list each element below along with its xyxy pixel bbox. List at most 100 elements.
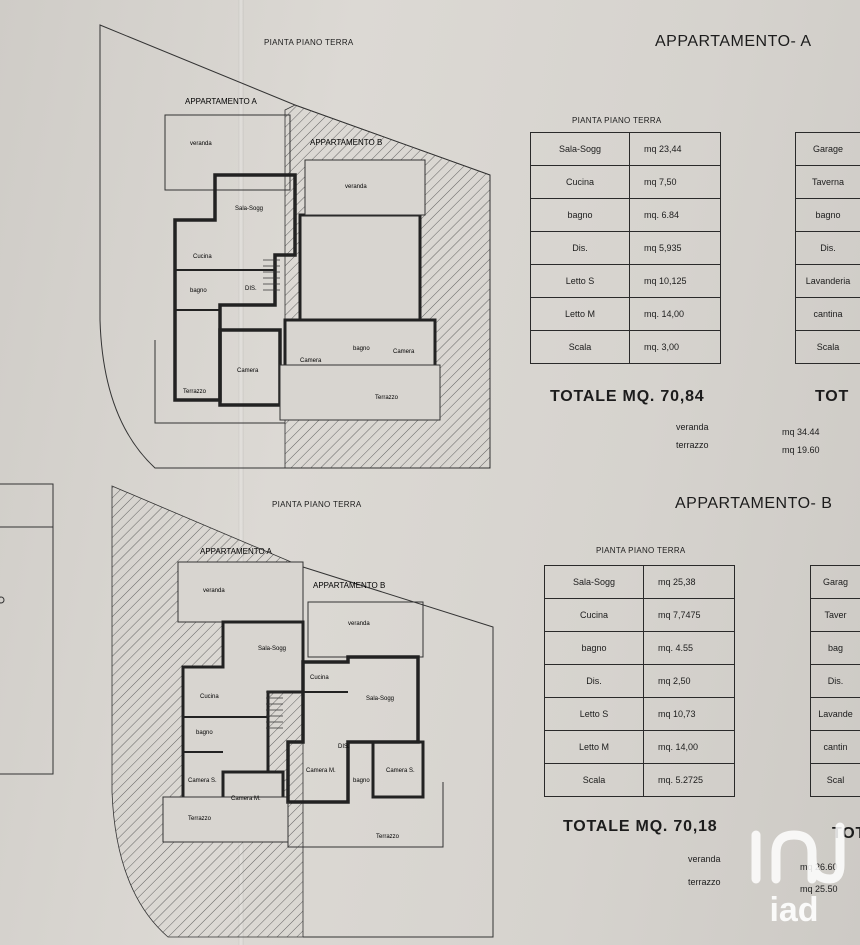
room-label: Terrazzo xyxy=(375,395,399,401)
side-total-a: TOT xyxy=(815,388,850,405)
veranda-label-b: veranda xyxy=(688,854,721,864)
room-label: Camera S. xyxy=(386,768,415,774)
room-name-cell: Letto S xyxy=(530,264,630,298)
room-name-cell: bagno xyxy=(530,198,630,232)
room-name-cell: Scala xyxy=(544,763,644,797)
room-label: DIS. xyxy=(245,286,257,292)
area-value-cell: mq. 5.2725 xyxy=(643,763,735,797)
apartment-a-title: APPARTAMENTO- A xyxy=(655,33,812,50)
floor-plan-b: APPARTAMENTO A APPARTAMENTO B veranda Sa… xyxy=(111,485,494,938)
room-name-cell: Sala-Sogg xyxy=(530,132,630,166)
room-name-cell: Cucina xyxy=(544,598,644,632)
side-room-cell: Garage xyxy=(795,132,860,166)
drawing-label-a: APPARTAMENTO A xyxy=(185,97,258,106)
side-row: Scal xyxy=(810,763,860,797)
room-name-cell: Letto S xyxy=(544,697,644,731)
side-room-cell: Garag xyxy=(810,565,860,599)
terrazzo-value-b: mq 25.50 xyxy=(800,884,838,894)
room-label: Camera xyxy=(300,358,322,364)
side-row: Lavanderia xyxy=(795,264,860,298)
paper-fold xyxy=(238,0,244,945)
side-room-cell: Dis. xyxy=(795,231,860,265)
side-room-cell: cantin xyxy=(810,730,860,764)
room-label: Camera S. xyxy=(188,778,217,784)
side-room-cell: Lavanderia xyxy=(795,264,860,298)
room-label: bagno xyxy=(196,730,213,736)
area-value-cell: mq 10,125 xyxy=(629,264,721,298)
room-name-cell: Sala-Sogg xyxy=(544,565,644,599)
side-row: bag xyxy=(810,631,860,665)
room-name-cell: Letto M xyxy=(530,297,630,331)
side-room-cell: bag xyxy=(810,631,860,665)
side-room-cell: Taverna xyxy=(795,165,860,199)
area-value-cell: mq 23,44 xyxy=(629,132,721,166)
total-b: TOTALE MQ. 70,18 xyxy=(563,818,718,835)
side-room-cell: Dis. xyxy=(810,664,860,698)
room-name-cell: Dis. xyxy=(530,231,630,265)
terrazzo-label-a: terrazzo xyxy=(676,440,709,450)
room-label: Terrazzo xyxy=(183,389,207,395)
veranda-label-a: veranda xyxy=(676,422,709,432)
room-label: Terrazzo xyxy=(188,816,212,822)
room-label: Sala-Sogg xyxy=(258,646,286,652)
area-value-cell: mq. 6.84 xyxy=(629,198,721,232)
side-row: Lavande xyxy=(810,697,860,731)
area-value-cell: mq. 4.55 xyxy=(643,631,735,665)
veranda-value-b: mq 26.60 xyxy=(800,862,838,872)
room-label: Sala-Sogg xyxy=(366,696,394,702)
area-value-cell: mq 7,7475 xyxy=(643,598,735,632)
table-caption-b: PIANTA PIANO TERRA xyxy=(596,546,686,555)
side-room-cell: Lavande xyxy=(810,697,860,731)
room-label: veranda xyxy=(348,621,370,627)
area-value-cell: mq 2,50 xyxy=(643,664,735,698)
side-row: Garage xyxy=(795,132,860,166)
side-row: Dis. xyxy=(795,231,860,265)
room-name-cell: Scala xyxy=(530,330,630,364)
area-value-cell: mq. 14,00 xyxy=(643,730,735,764)
room-name-cell: Cucina xyxy=(530,165,630,199)
drawing-label-b: APPARTAMENTO B xyxy=(310,138,382,147)
side-room-cell: bagno xyxy=(795,198,860,232)
room-label: veranda xyxy=(190,141,212,147)
room-label: bagno xyxy=(190,288,207,294)
area-row: Dis.mq 5,935 xyxy=(530,231,721,265)
area-value-cell: mq. 3,00 xyxy=(629,330,721,364)
room-label: Sala-Sogg xyxy=(235,206,263,212)
side-row: Taverna xyxy=(795,165,860,199)
total-a: TOTALE MQ. 70,84 xyxy=(550,388,705,405)
area-value-cell: mq 25,38 xyxy=(643,565,735,599)
side-row: cantin xyxy=(810,730,860,764)
room-label: veranda xyxy=(345,184,367,190)
room-label: Cucina xyxy=(193,254,212,260)
table-caption-a: PIANTA PIANO TERRA xyxy=(572,116,662,125)
room-label: Camera M. xyxy=(306,768,336,774)
plan-caption-a: PIANTA PIANO TERRA xyxy=(264,38,354,47)
room-label: bagno xyxy=(353,346,370,352)
room-name-cell: bagno xyxy=(544,631,644,665)
iad-logo-text: iad xyxy=(769,891,818,927)
room-label: bagno xyxy=(353,778,370,784)
area-row: Dis.mq 2,50 xyxy=(544,664,735,698)
iad-logo-watermark: iad xyxy=(751,822,845,927)
room-label: DIS. xyxy=(338,744,350,750)
side-row: Dis. xyxy=(810,664,860,698)
area-value-cell: mq 7,50 xyxy=(629,165,721,199)
side-row: Garag xyxy=(810,565,860,599)
room-label: Camera xyxy=(393,349,415,355)
side-room-cell: Scal xyxy=(810,763,860,797)
side-room-cell: Taver xyxy=(810,598,860,632)
